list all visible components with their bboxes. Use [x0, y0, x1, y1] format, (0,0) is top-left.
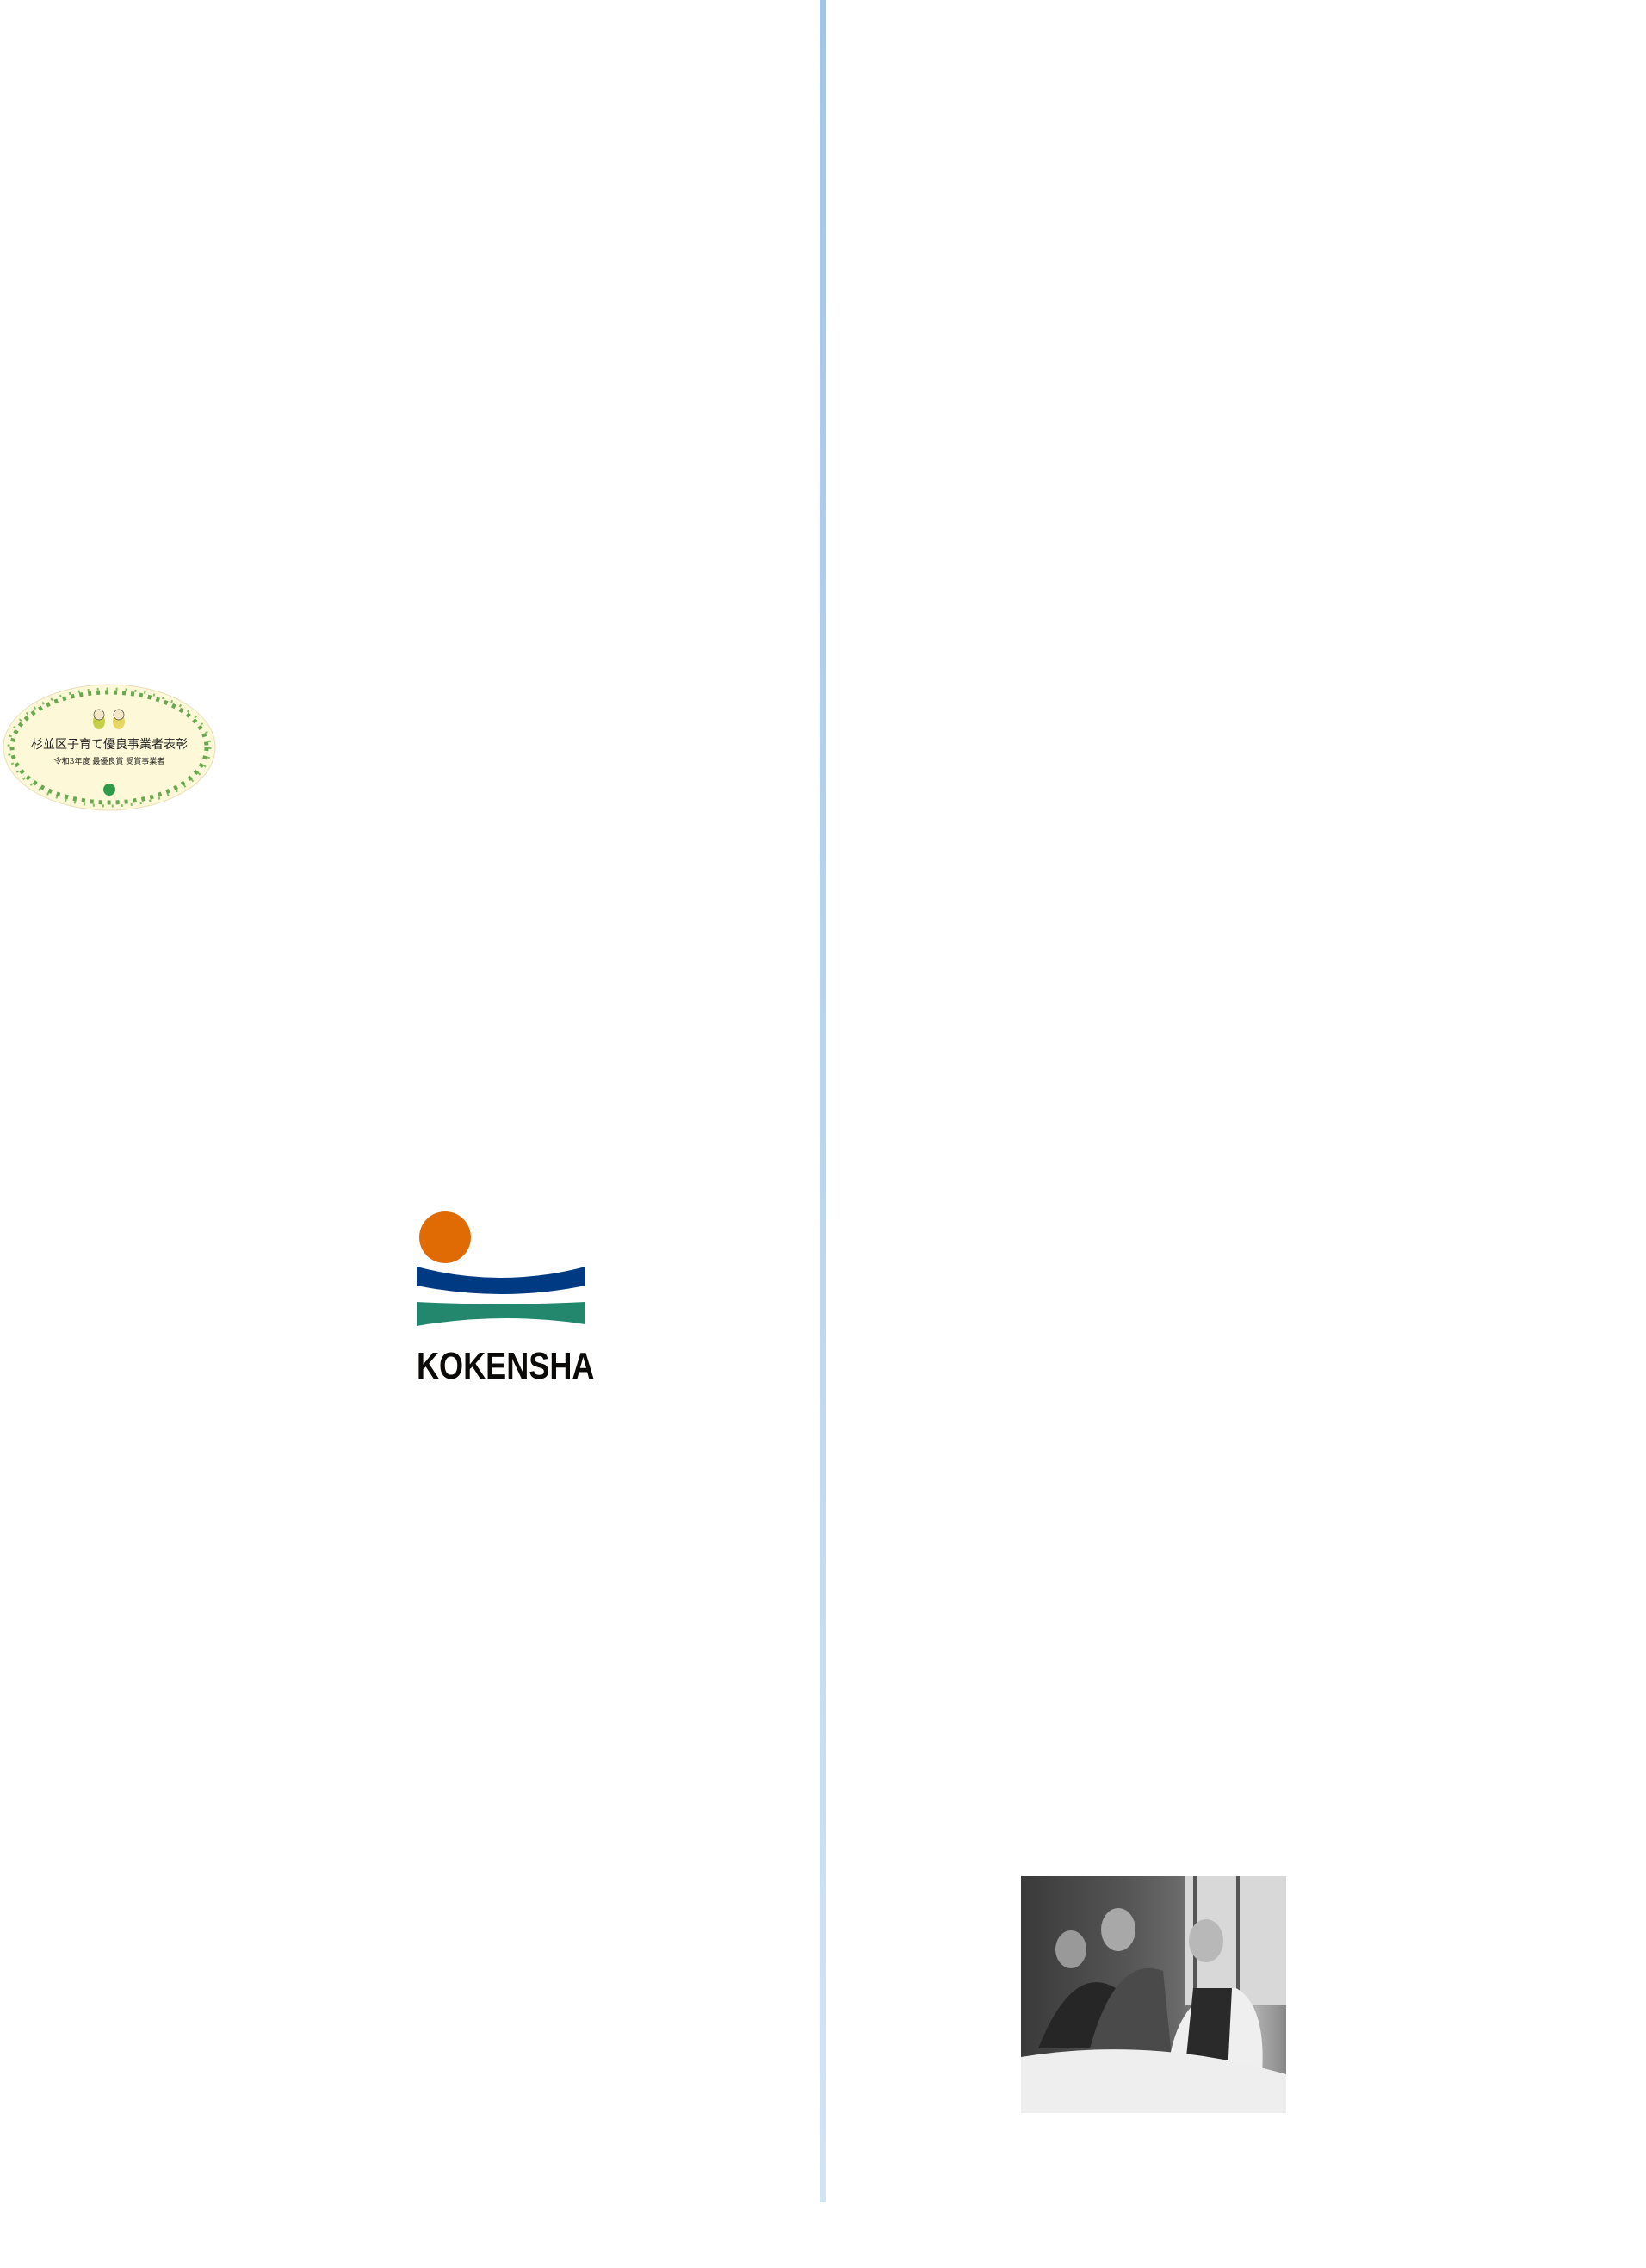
logo-text: KOKENSHA: [417, 1345, 595, 1387]
logo-mark-icon: [417, 1211, 585, 1326]
mascot-icons: [93, 709, 125, 729]
historical-photo: [1021, 1876, 1286, 2113]
vertical-divider: [820, 0, 826, 2202]
ward-emblem-icon: [103, 784, 115, 796]
award-badge: 杉並区子育て優良事業者表彰 令和3年度 最優良賞 受賞事業者: [2, 683, 217, 812]
kokensha-logo: KOKENSHA: [417, 1210, 595, 1387]
badge-oval: [3, 684, 216, 811]
badge-title: 杉並区子育て優良事業者表彰: [31, 738, 188, 752]
badge-subtitle: 令和3年度 最優良賞 受賞事業者: [53, 758, 165, 766]
photo-content: [1021, 1876, 1286, 2113]
